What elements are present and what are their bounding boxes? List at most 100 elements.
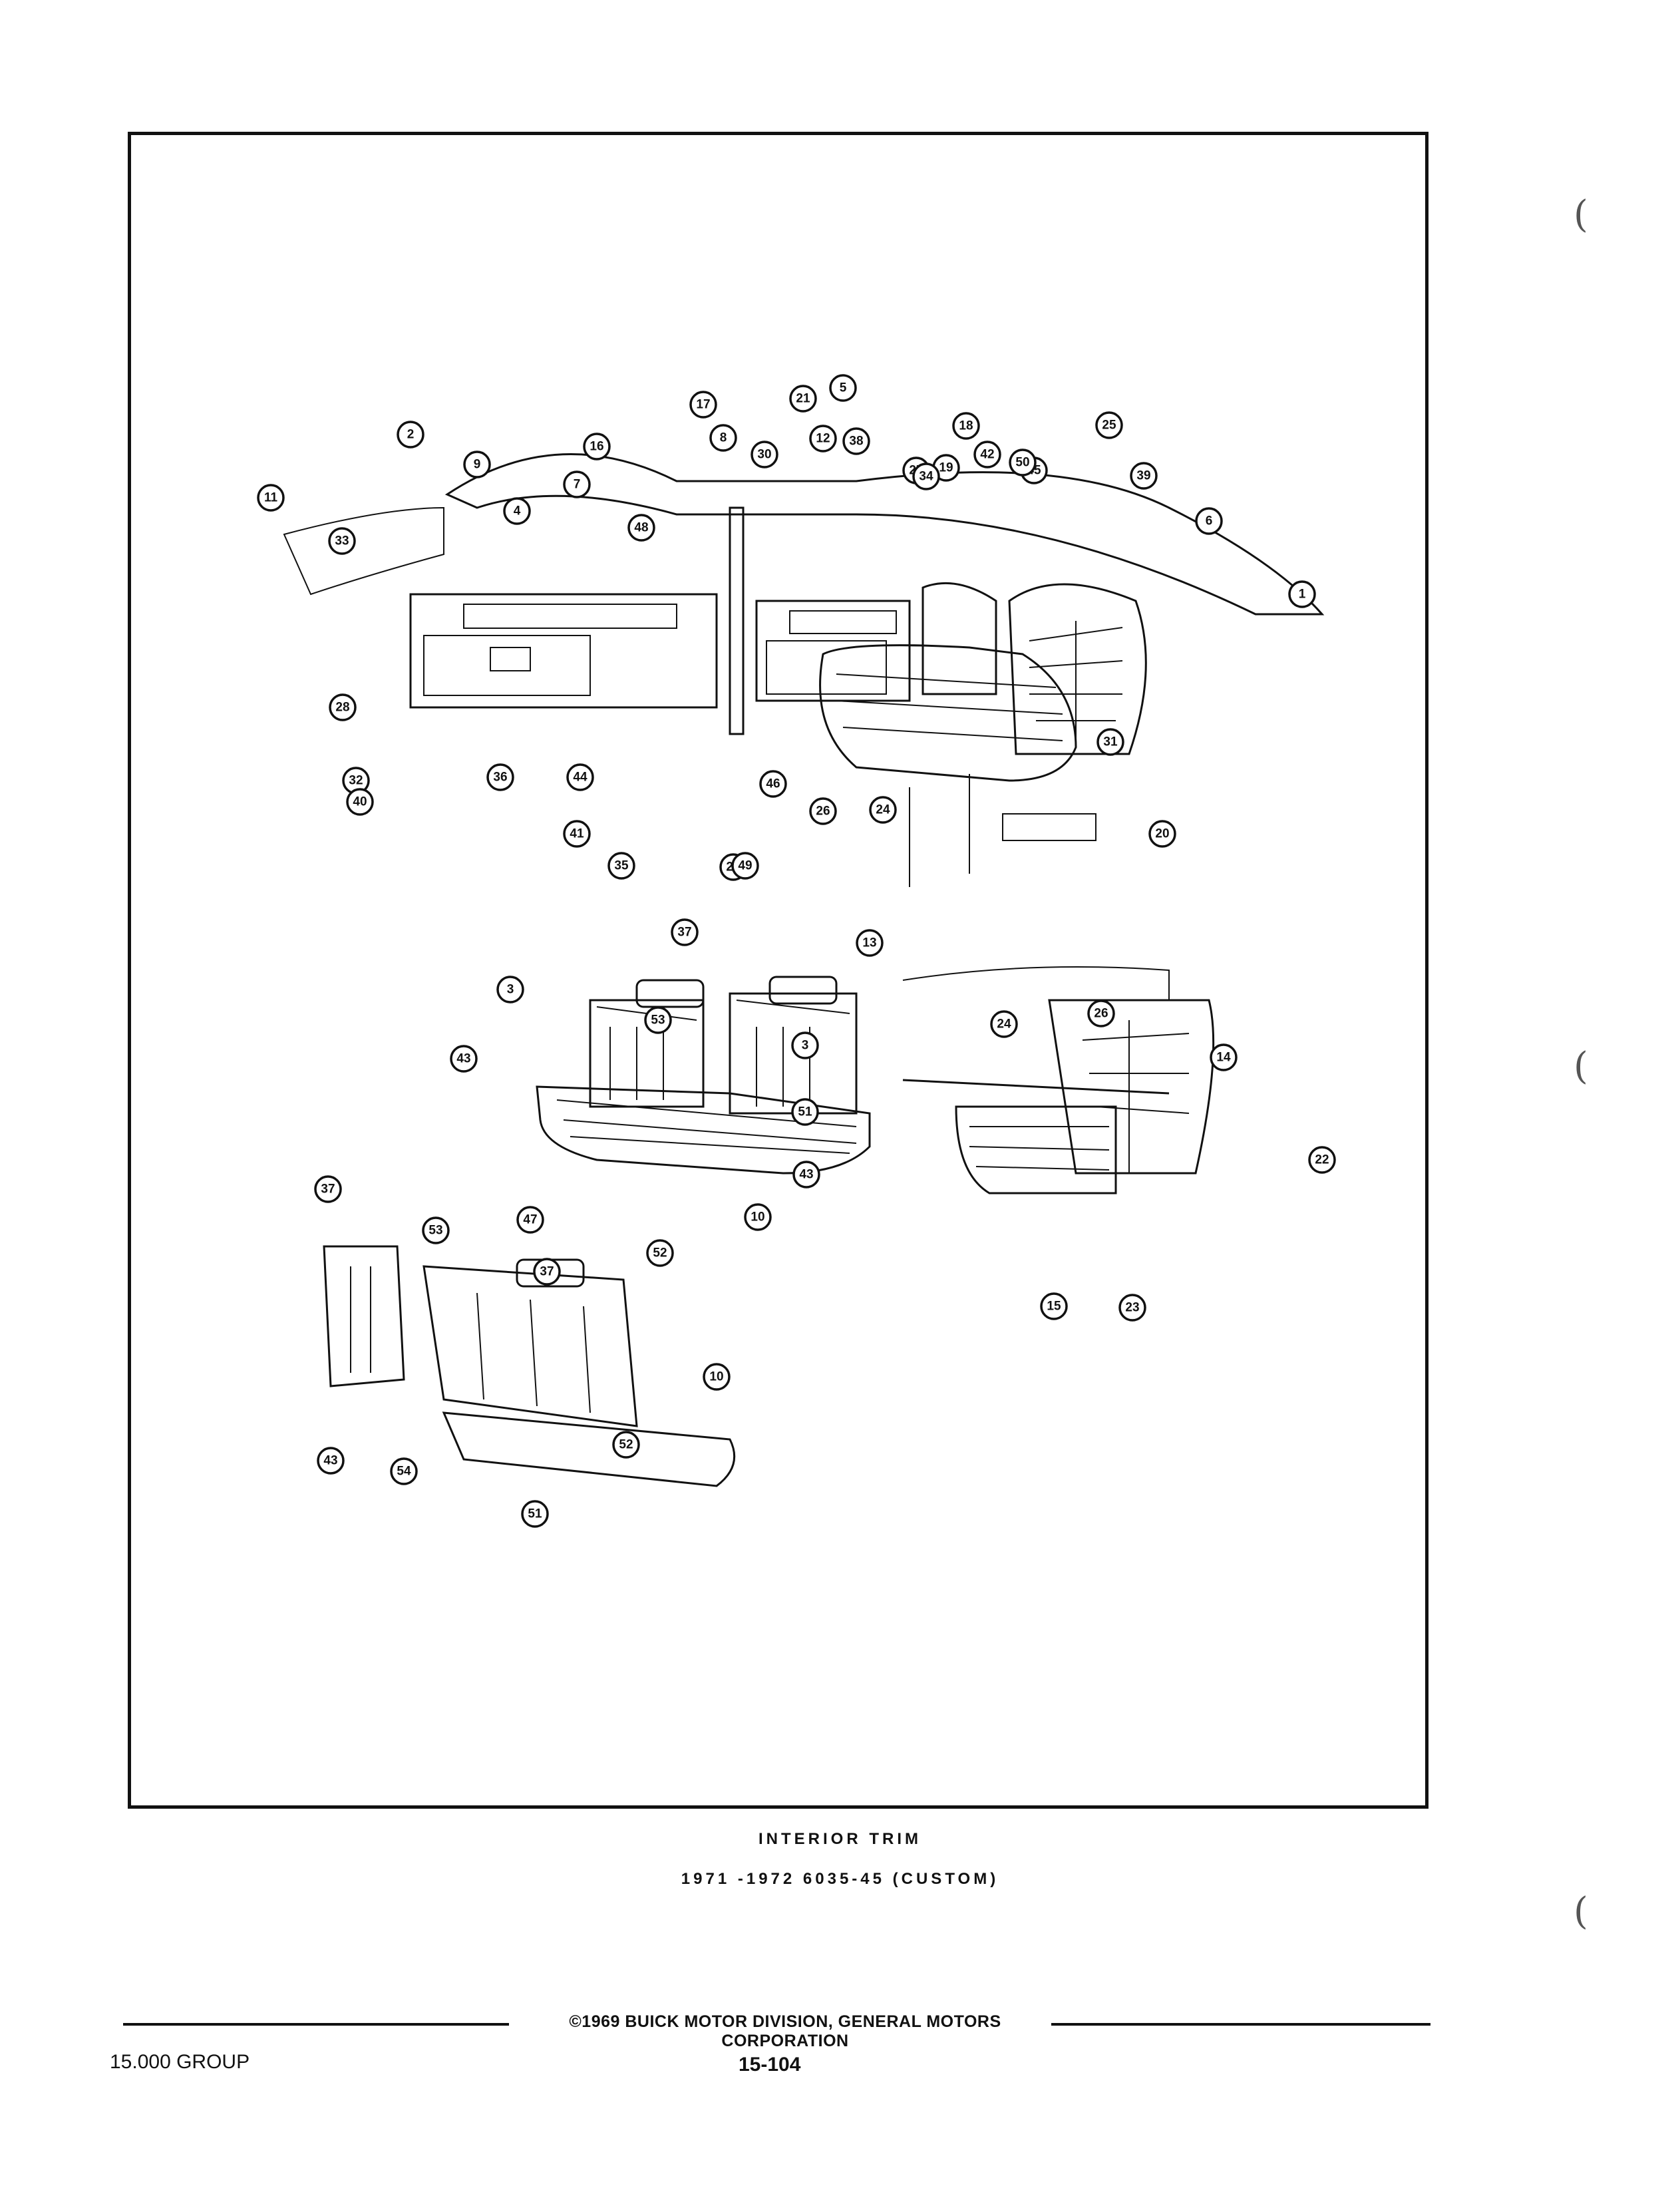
figure-caption-title: INTERIOR TRIM xyxy=(758,1830,922,1848)
callout-41: 41 xyxy=(563,820,591,848)
figure-frame: 1245678911121316171819202124252627282930… xyxy=(128,132,1428,1809)
callout-51: 51 xyxy=(521,1500,549,1528)
callout-24: 24 xyxy=(990,1010,1018,1038)
callout-number: 36 xyxy=(493,771,507,785)
callout-10: 10 xyxy=(744,1203,772,1231)
callout-number: 18 xyxy=(959,419,973,433)
callout-number: 43 xyxy=(323,1454,337,1468)
callout-28: 28 xyxy=(329,693,357,721)
callout-7: 7 xyxy=(563,470,591,498)
callout-number: 42 xyxy=(980,448,994,462)
callout-number: 44 xyxy=(573,771,588,785)
callout-number: 37 xyxy=(677,926,691,940)
callout-42: 42 xyxy=(973,441,1001,468)
callout-number: 38 xyxy=(849,435,863,449)
callout-number: 21 xyxy=(796,392,810,406)
callout-number: 39 xyxy=(1136,469,1150,483)
callout-26: 26 xyxy=(809,797,837,825)
callout-number: 5 xyxy=(840,381,847,395)
callout-number: 35 xyxy=(614,859,629,873)
callout-44: 44 xyxy=(566,763,594,791)
callout-number: 4 xyxy=(514,504,521,518)
callout-20: 20 xyxy=(1148,820,1176,848)
margin-mark: ( xyxy=(1574,1045,1588,1088)
callout-number: 19 xyxy=(939,461,953,475)
callout-number: 52 xyxy=(653,1246,667,1260)
copyright-notice: ©1969 BUICK MOTOR DIVISION, GENERAL MOTO… xyxy=(569,2012,1001,2050)
callout-12: 12 xyxy=(809,425,837,453)
callout-33: 33 xyxy=(328,527,356,555)
callout-number: 25 xyxy=(1102,419,1116,433)
callout-number: 17 xyxy=(696,398,710,412)
callout-2: 2 xyxy=(397,421,424,449)
side-view-linework xyxy=(902,966,1215,1194)
callout-number: 50 xyxy=(1015,456,1029,470)
callout-number: 3 xyxy=(507,983,514,997)
callout-number: 8 xyxy=(720,431,727,445)
seat-view-a-linework xyxy=(536,976,871,1175)
callout-number: 2 xyxy=(407,428,415,442)
callout-11: 11 xyxy=(257,484,285,512)
callout-number: 28 xyxy=(335,701,349,715)
callout-number: 40 xyxy=(353,795,367,809)
callout-53: 53 xyxy=(644,1006,672,1034)
callout-43: 43 xyxy=(317,1447,345,1475)
callout-number: 47 xyxy=(523,1213,537,1227)
callout-number: 53 xyxy=(428,1224,442,1238)
callout-46: 46 xyxy=(759,770,787,798)
callout-35: 35 xyxy=(607,852,635,880)
callout-6: 6 xyxy=(1195,507,1223,535)
callout-number: 26 xyxy=(816,805,830,819)
callout-number: 14 xyxy=(1216,1051,1231,1065)
callout-53: 53 xyxy=(422,1216,450,1244)
group-label: 15.000 GROUP xyxy=(110,2051,250,2073)
callout-24: 24 xyxy=(869,796,897,824)
callout-18: 18 xyxy=(952,412,980,440)
callout-number: 24 xyxy=(876,803,890,817)
callout-8: 8 xyxy=(709,424,737,452)
callout-1: 1 xyxy=(1288,580,1316,608)
callout-38: 38 xyxy=(842,427,870,455)
callout-4: 4 xyxy=(503,497,531,525)
seat-view-b-linework xyxy=(323,1245,736,1487)
callout-14: 14 xyxy=(1210,1043,1238,1071)
callout-52: 52 xyxy=(646,1239,674,1267)
callout-number: 24 xyxy=(997,1017,1011,1031)
callout-40: 40 xyxy=(346,788,374,816)
callout-22: 22 xyxy=(1308,1146,1336,1174)
callout-number: 51 xyxy=(528,1507,542,1521)
callout-number: 53 xyxy=(651,1013,665,1027)
callout-number: 37 xyxy=(540,1265,554,1279)
callout-number: 26 xyxy=(1094,1007,1108,1021)
margin-mark: ( xyxy=(1574,1890,1588,1933)
callout-36: 36 xyxy=(486,763,514,791)
callout-23: 23 xyxy=(1118,1294,1146,1322)
callout-39: 39 xyxy=(1130,462,1158,490)
callout-3: 3 xyxy=(791,1031,819,1059)
callout-number: 54 xyxy=(397,1465,411,1479)
callout-number: 51 xyxy=(798,1105,812,1119)
callout-13: 13 xyxy=(856,929,884,957)
callout-37: 37 xyxy=(314,1175,342,1203)
callout-31: 31 xyxy=(1096,728,1124,756)
callout-number: 23 xyxy=(1125,1301,1139,1315)
callout-21: 21 xyxy=(789,385,817,413)
callout-number: 7 xyxy=(574,478,581,492)
callout-25: 25 xyxy=(1095,411,1123,439)
footer-rule-right xyxy=(1051,2023,1430,2026)
callout-37: 37 xyxy=(533,1258,561,1286)
callout-number: 11 xyxy=(264,491,278,505)
callout-number: 49 xyxy=(738,859,752,873)
callout-number: 9 xyxy=(474,458,481,472)
figure-caption-subtitle: 1971 -1972 6035-45 (CUSTOM) xyxy=(681,1870,999,1888)
callout-number: 48 xyxy=(634,521,648,535)
callout-number: 20 xyxy=(1155,827,1169,841)
callout-number: 15 xyxy=(1047,1300,1061,1314)
callout-52: 52 xyxy=(612,1431,640,1459)
callout-19: 19 xyxy=(932,454,960,482)
callout-number: 10 xyxy=(709,1370,723,1384)
callout-number: 46 xyxy=(766,777,780,791)
callout-number: 6 xyxy=(1206,514,1213,528)
callout-number: 37 xyxy=(321,1183,335,1196)
callout-number: 22 xyxy=(1315,1153,1329,1167)
